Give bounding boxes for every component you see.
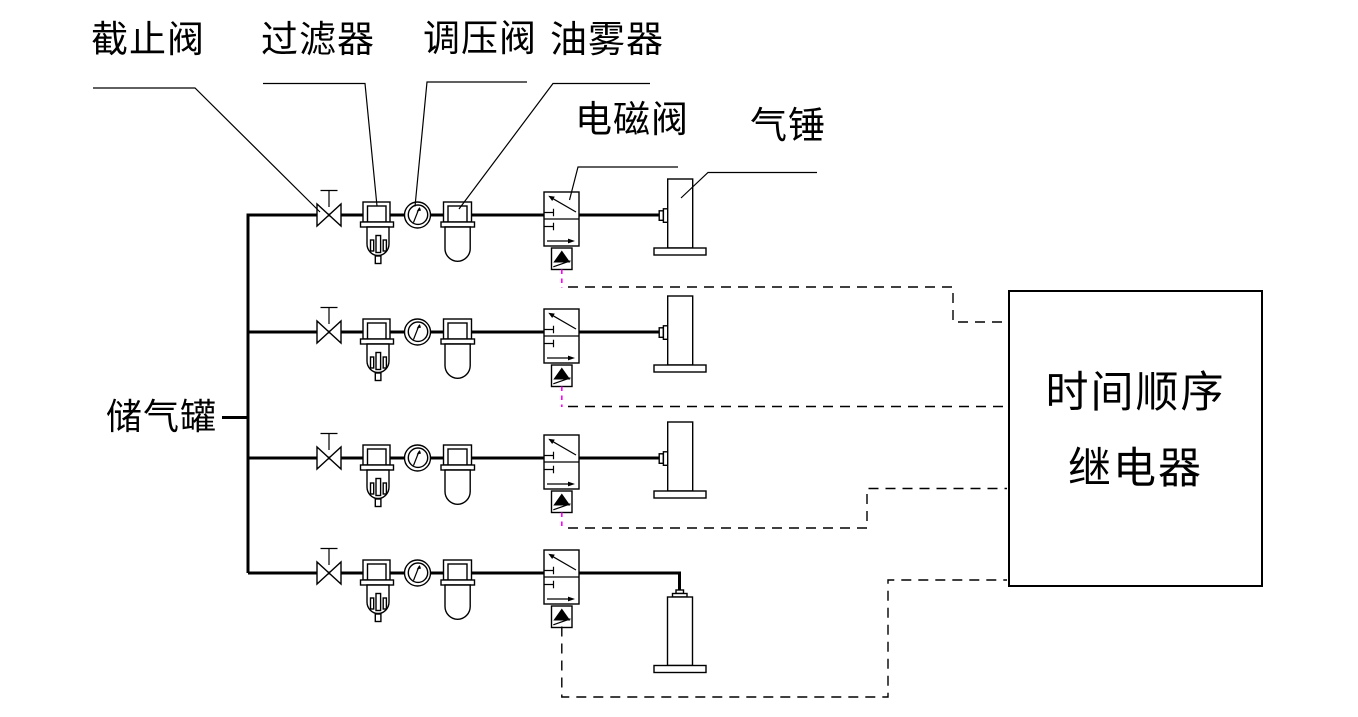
control-signal-line (568, 286, 1007, 323)
label-pressure-regulator: 调压阀 (423, 18, 537, 59)
air-supply-bus (222, 213, 250, 573)
air-hammer-symbol (653, 589, 707, 674)
circuit-row-2 (246, 294, 1007, 408)
component-train (246, 547, 581, 629)
air-hammer-symbol (577, 294, 708, 374)
circuit-row-3 (246, 420, 1007, 529)
control-signal-line (561, 579, 1007, 698)
control-signal-line (568, 487, 1007, 529)
label-solenoid-valve: 电磁阀 (575, 99, 689, 140)
air-hammer-symbol (577, 177, 708, 257)
component-train (246, 306, 581, 388)
relay-label-line1: 时间顺序 (1045, 368, 1226, 417)
component-train (246, 189, 581, 271)
label-lubricator: 油雾器 (550, 19, 664, 60)
label-shutoff-valve: 截止阀 (91, 19, 205, 60)
label-leader-lines (93, 81, 817, 213)
label-filter: 过滤器 (261, 19, 375, 60)
air-hammer-symbol (577, 420, 708, 500)
relay-label-line2: 继电器 (1068, 444, 1203, 493)
circuit-row-4 (246, 547, 1007, 698)
circuit-row-1 (246, 177, 1007, 323)
label-air-tank: 储气罐 (106, 396, 218, 437)
component-train (246, 432, 581, 514)
time-sequence-relay-box: 时间顺序 继电器 (1008, 290, 1263, 587)
label-air-hammer: 气锤 (750, 105, 826, 146)
